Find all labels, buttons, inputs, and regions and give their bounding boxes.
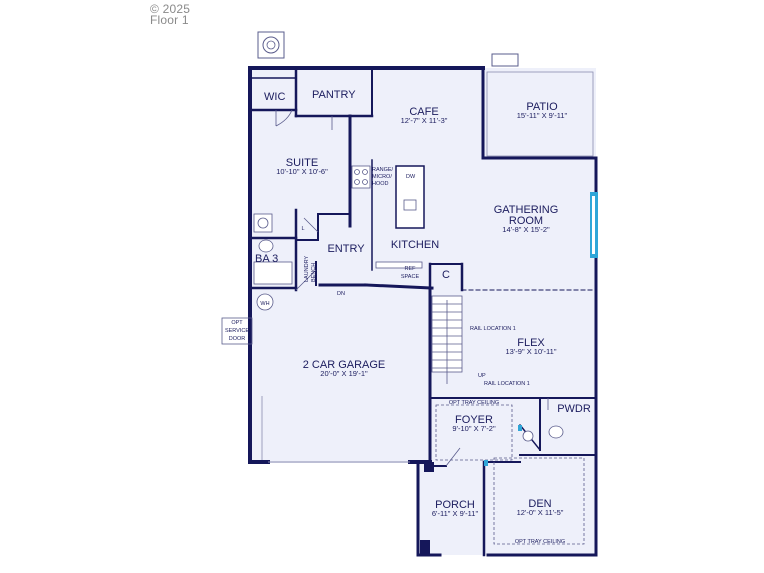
floor-label: Floor 1	[150, 13, 189, 27]
shower-icon	[253, 261, 293, 285]
porch-columns	[420, 462, 434, 554]
page-header: © 2025 Floor 1	[150, 2, 191, 27]
hood-note: HOOD	[372, 181, 389, 187]
range-icon	[351, 165, 371, 189]
kitchen-label: KITCHEN	[391, 239, 439, 251]
island-sink-icon	[403, 199, 417, 211]
foyer-label: FOYER	[455, 414, 493, 426]
ref-note-1: REF	[405, 266, 417, 272]
gathering-label-2: ROOM	[509, 215, 543, 227]
patio-dim: 15'-11" X 9'-11"	[517, 111, 568, 120]
dw-note: DW	[406, 174, 416, 180]
dn-note: DN	[337, 291, 345, 297]
toilet-icon	[258, 239, 274, 253]
opt-tray-note-1: OPT TRAY CEILING	[449, 400, 499, 406]
opt-service-1: OPT	[231, 320, 243, 326]
pantry-label: PANTRY	[312, 89, 356, 101]
den-label: DEN	[528, 498, 551, 510]
opt-service-2: SERVICE	[225, 328, 249, 334]
micro-note: MICRO/	[372, 174, 392, 180]
wic-label: WIC	[264, 91, 285, 103]
kitchen-appliances	[351, 165, 423, 269]
porch-dim: 6'-11" X 9'-11"	[432, 509, 479, 518]
vent-icon	[491, 53, 519, 67]
patio-label: PATIO	[526, 101, 558, 113]
plan-notes: RANGE/ MICRO/ HOOD DW REF SPACE OPT SERV…	[225, 167, 565, 545]
linen-label: L	[301, 226, 304, 232]
ac-unit-icon	[257, 31, 285, 59]
suite-label: SUITE	[286, 157, 318, 169]
ref-note-2: SPACE	[401, 274, 420, 280]
cafe-label: CAFE	[409, 106, 438, 118]
pwdr-sink-icon	[522, 430, 534, 442]
copyright-text: © 2025	[150, 2, 191, 16]
floor-fills	[250, 68, 596, 555]
flex-label: FLEX	[517, 337, 545, 349]
patio-boundary	[486, 71, 594, 157]
bath-fixtures	[253, 213, 564, 442]
cafe-dim: 12'-7" X 11'-3"	[401, 116, 448, 125]
garage-floor	[250, 285, 430, 463]
pwdr-toilet-icon	[548, 425, 564, 439]
laundry-note-2: BENCH	[311, 263, 317, 282]
door-swings	[275, 109, 549, 467]
opt-service-3: DOOR	[229, 336, 246, 342]
foyer-dim: 9'-10" X 7'-2"	[452, 424, 496, 433]
porch-floor	[418, 463, 488, 555]
rail-note-1: RAIL LOCATION 1	[470, 326, 516, 332]
ref-space-icon	[375, 261, 423, 269]
sink-icon	[257, 217, 269, 229]
garage-dim: 20'-0" X 19'-1"	[320, 369, 368, 378]
porch-label: PORCH	[435, 499, 475, 511]
water-heater-note: WH	[260, 301, 269, 307]
gathering-dim: 14'-8" X 15'-2"	[502, 225, 550, 234]
staircase	[431, 295, 463, 384]
glass-pane	[592, 196, 595, 254]
garage-label: 2 CAR GARAGE	[303, 359, 386, 371]
up-note: UP	[478, 373, 486, 379]
garage-door	[261, 396, 410, 463]
laundry-note-1: LAUNDRY	[304, 255, 310, 282]
room-labels: WIC PANTRY CAFE 12'-7" X 11'-3" PATIO 15…	[255, 89, 591, 518]
tray-ceiling-lines	[435, 404, 585, 545]
gathering-label-1: GATHERING	[494, 204, 559, 216]
opt-tray-note-2: OPT TRAY CEILING	[515, 539, 565, 545]
opt-service-door-box	[221, 317, 253, 345]
pwdr-label: PWDR	[557, 403, 591, 415]
closet-label: C	[442, 269, 450, 281]
entry-label: ENTRY	[327, 243, 365, 255]
suite-dim: 10'-10" X 10'-6"	[276, 167, 328, 176]
water-heater-icon	[256, 293, 274, 311]
accent-marks	[484, 425, 522, 466]
flex-dim: 13'-9" X 10'-11"	[506, 347, 557, 356]
den-dim: 12'-0" X 11'-5"	[517, 508, 564, 517]
range-note: RANGE/	[372, 167, 394, 173]
rail-note-2: RAIL LOCATION 1	[484, 381, 530, 387]
ba3-label: BA 3	[255, 253, 278, 265]
